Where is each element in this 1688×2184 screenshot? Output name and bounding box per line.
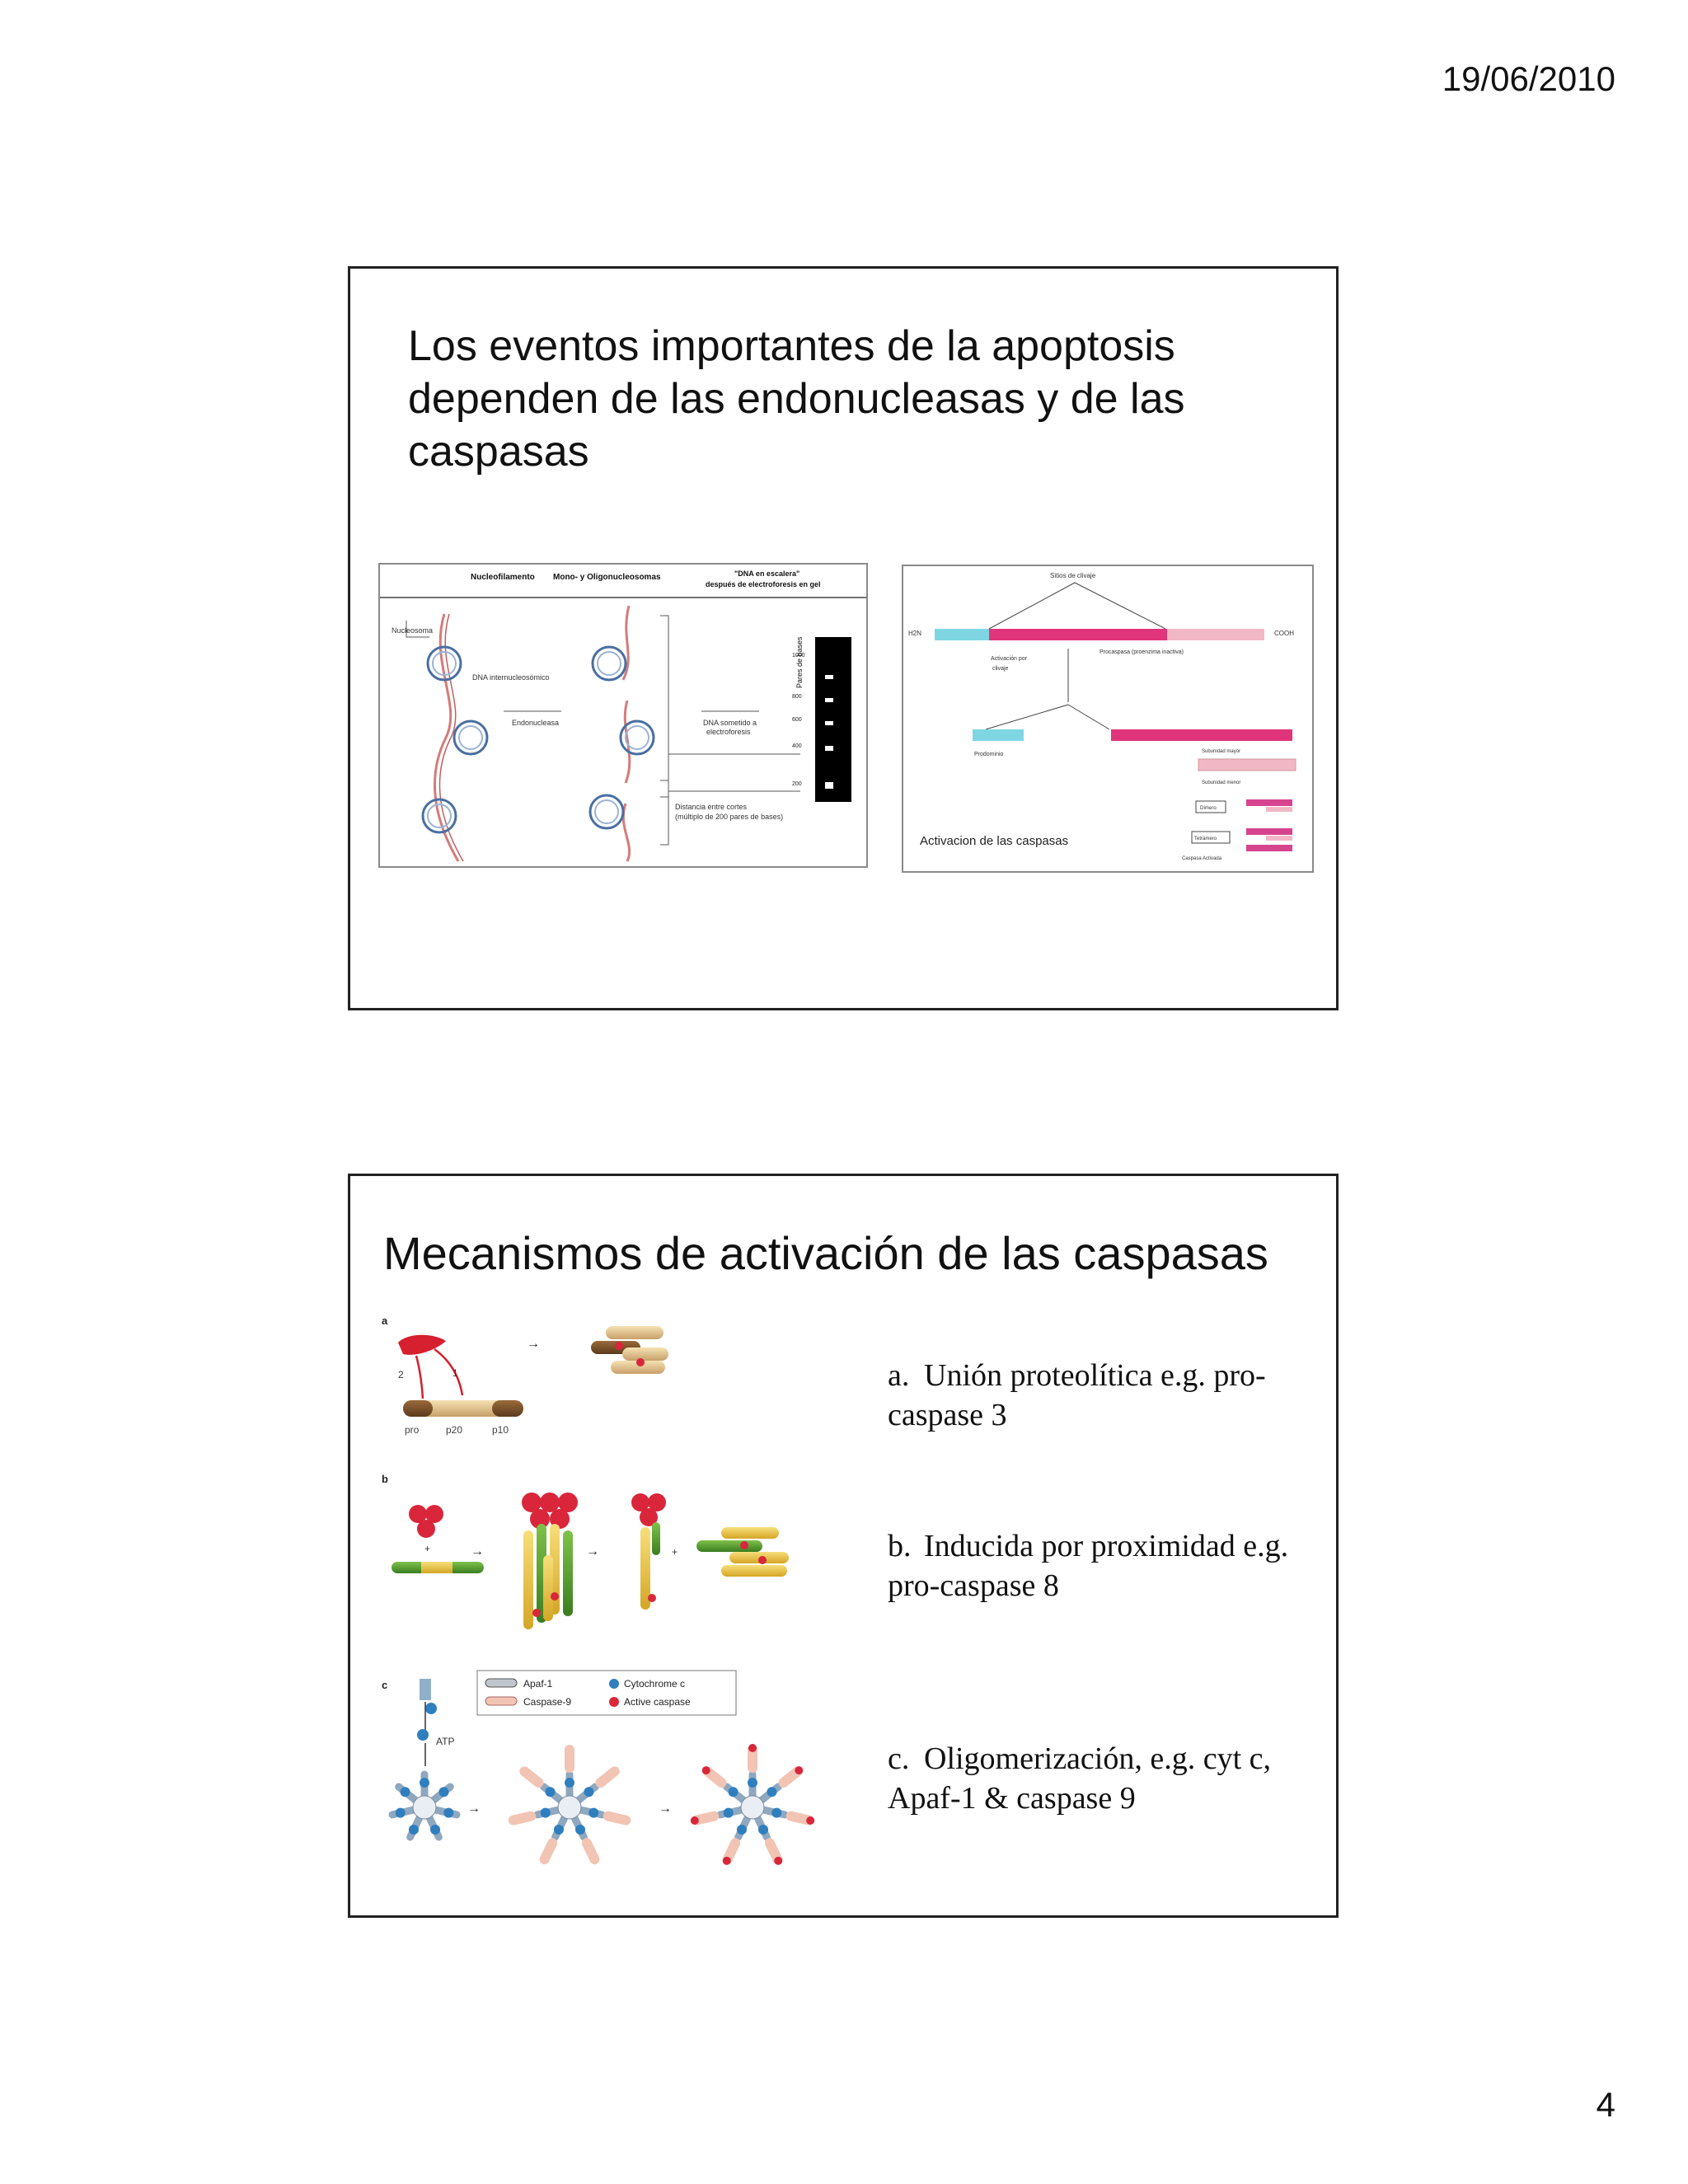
- svg-text:+: +: [672, 1546, 678, 1558]
- svg-text:→: →: [467, 1802, 481, 1816]
- dimero-box: [1195, 800, 1226, 813]
- mechanism-item-c: c.Oligomerización, e.g. cyt c, Apaf-1 & …: [888, 1739, 1316, 1818]
- legend-active-caspase: Active caspase: [624, 1696, 691, 1708]
- slide-2-title: Mecanismos de activación de las caspasas: [383, 1227, 1268, 1279]
- sitios-label: Sitios de clivaje: [1050, 572, 1096, 579]
- svg-text:→: →: [659, 1802, 672, 1816]
- apoptosome-wheel-3: [690, 1744, 815, 1865]
- p10-label: p10: [492, 1424, 509, 1436]
- gel-tick-label: 200: [792, 781, 802, 787]
- h2n-label: H2N: [908, 630, 921, 637]
- caspasa-activada-label: Caspasa Activada: [1182, 856, 1222, 861]
- prodominio-label: Prodominio: [974, 752, 1004, 757]
- mechanism-b-label: b.: [888, 1529, 912, 1563]
- slide-1: Los eventos importantes de la apoptosis …: [348, 266, 1339, 1010]
- procaspasa-label: Procaspasa (proenzima inactiva): [1100, 649, 1184, 655]
- gel-tick-label: 800: [792, 694, 802, 700]
- mechanism-a-text: Unión proteolítica e.g. pro-caspase 3: [888, 1358, 1266, 1432]
- apoptosome-wheel-1: [388, 1770, 461, 1841]
- sometido-label-2: electroforesis: [706, 728, 751, 736]
- activacion-label-1: Activación por: [991, 656, 1028, 662]
- svg-text:→: →: [471, 1544, 484, 1558]
- svg-text:→: →: [527, 1337, 540, 1351]
- sub-mayor-label: Subunidad mayor: [1202, 749, 1240, 754]
- legend-apaf1: Apaf-1: [523, 1678, 553, 1690]
- page-date: 19/06/2010: [1442, 59, 1615, 98]
- mechanism-c-text: Oligomerización, e.g. cyt c, Apaf-1 & ca…: [888, 1741, 1272, 1816]
- col-oligonucleosomas: Mono- y Oligonucleosomas: [553, 573, 661, 582]
- protease-shape: [398, 1334, 446, 1355]
- activacion-label-2: clivaje: [992, 666, 1009, 672]
- active-caspase-8: [696, 1527, 789, 1577]
- large-subunit-bar: [989, 629, 1167, 640]
- caspase-mechanisms-figure: a 2 1 pro p20 p10 → b: [375, 1308, 861, 1910]
- sometido-label-1: DNA sometido a: [703, 719, 757, 727]
- mechanism-a-label: a.: [888, 1358, 910, 1393]
- dimero-label: Dímero: [1200, 806, 1217, 811]
- gel-tick-label: 400: [792, 743, 802, 749]
- col-nucleofilamento: Nucleofilamento: [471, 573, 535, 582]
- dna-fragmentation-figure: Nucleofilamento Mono- y Oligonucleosomas…: [378, 563, 868, 868]
- slide-1-title: Los eventos importantes de la apoptosis …: [408, 322, 1185, 476]
- pares-de-bases-label: Pares de bases: [795, 636, 804, 688]
- mechanism-b-text: Inducida por proximidad e.g. pro-caspase…: [888, 1529, 1289, 1603]
- site-2-label: 2: [398, 1369, 404, 1380]
- legend-cytochrome: Cytochrome c: [624, 1678, 685, 1690]
- col-escalera-1: "DNA en escalera": [734, 569, 799, 578]
- prodomain-bar: [935, 629, 989, 640]
- mechanism-item-b: b.Inducida por proximidad e.g. pro-caspa…: [888, 1526, 1316, 1605]
- svg-text:→: →: [586, 1544, 599, 1558]
- pro-label: pro: [405, 1424, 420, 1436]
- gel-lane: [815, 637, 851, 802]
- disc-complex: [522, 1493, 578, 1629]
- atp-label: ATP: [436, 1736, 454, 1747]
- gel-tick-label: 1000: [792, 653, 805, 658]
- apoptosome-inputs: ATP: [417, 1679, 454, 1766]
- apoptosome-wheel-2: [508, 1745, 631, 1865]
- page-number: 4: [1596, 2085, 1615, 2124]
- activacion-caption: Activacion de las caspasas: [920, 834, 1068, 848]
- endonucleasa-label: Endonucleasa: [512, 719, 559, 727]
- panel-b-label: b: [382, 1473, 388, 1485]
- caspase-activation-figure: Sitios de clivaje H2N COOH Procaspasa (p…: [902, 565, 1314, 873]
- tetramero-box: [1191, 831, 1231, 844]
- released-complex: [631, 1493, 666, 1610]
- col-escalera-2: después de electroforesis en gel: [706, 580, 821, 588]
- nucleosoma-label: Nucleosoma: [392, 626, 433, 635]
- site-1-label: 1: [452, 1367, 458, 1379]
- cooh-label: COOH: [1274, 630, 1294, 637]
- active-caspase-3: [591, 1326, 668, 1374]
- mechanism-item-a: a.Unión proteolítica e.g. pro-caspase 3: [888, 1356, 1316, 1435]
- sub-menor-bar: [1198, 758, 1296, 771]
- sub-menor-label: Subunidad menor: [1202, 780, 1240, 785]
- prodominio-bar: [973, 729, 1024, 741]
- distancia-label-1: Distancia entre cortes: [675, 803, 748, 811]
- slide-2: Mecanismos de activación de las caspasas…: [348, 1174, 1339, 1918]
- legend-box: Apaf-1 Caspase-9 Cytochrome c Active cas…: [476, 1670, 737, 1716]
- distancia-label-2: (múltiplo de 200 pares de bases): [675, 813, 783, 821]
- svg-text:+: +: [424, 1543, 430, 1554]
- gel-tick-label: 600: [792, 717, 802, 723]
- mechanism-c-label: c.: [888, 1741, 910, 1776]
- sub-mayor-bar: [1111, 729, 1292, 741]
- tetramero-label: Tetrámero: [1194, 837, 1217, 841]
- gel-tick-labels: 1000 800 600 400 200: [792, 653, 805, 787]
- panel-c-label: c: [382, 1679, 387, 1691]
- small-subunit-bar: [1167, 629, 1264, 640]
- legend-caspase9: Caspase-9: [523, 1696, 571, 1708]
- internucleosomico-label: DNA internucleosómico: [472, 673, 550, 682]
- panel-a-label: a: [382, 1315, 388, 1327]
- receptor-trimer: [409, 1505, 443, 1538]
- p20-label: p20: [446, 1424, 462, 1436]
